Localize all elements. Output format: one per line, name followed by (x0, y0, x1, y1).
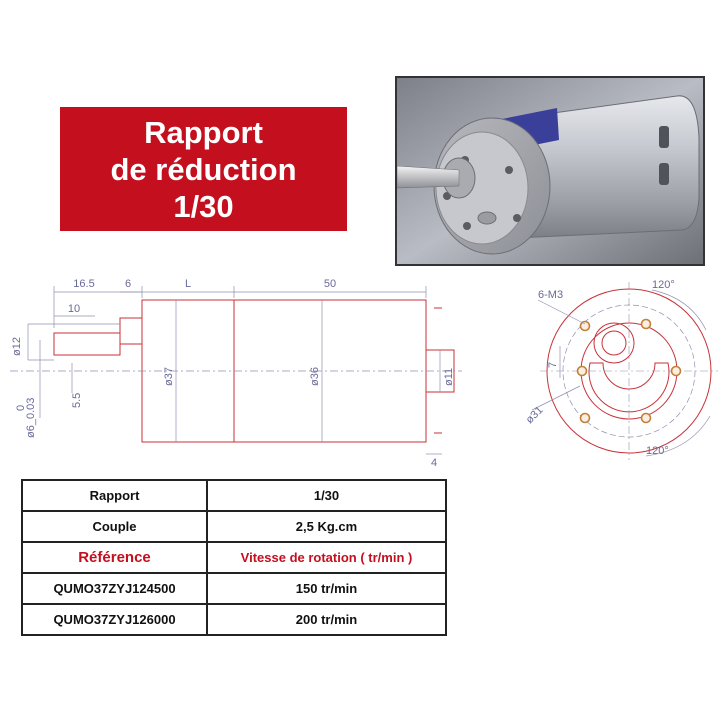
banner-line-3: 1/30 (173, 188, 234, 224)
table-header-row: Référence Vitesse de rotation ( tr/min ) (21, 541, 447, 574)
model-reference: QUMO37ZYJ126000 (21, 603, 208, 636)
banner-line-2: de réduction (110, 151, 297, 187)
model-speed: 150 tr/min (206, 572, 447, 605)
model-speed: 200 tr/min (206, 603, 447, 636)
dimension-lines (10, 286, 462, 455)
dim-phi-11: ø11 (443, 368, 455, 386)
row-label-torque: Couple (21, 510, 208, 543)
technical-drawing: 16.5 6 L 50 10 ø12 ø6_0.03 0 5.5 ø37 ø36… (10, 278, 718, 468)
table-row: Rapport 1/30 (21, 479, 447, 512)
row-value-torque: 2,5 Kg.cm (206, 510, 447, 543)
row-label-ratio: Rapport (21, 479, 208, 512)
dim-50: 50 (324, 278, 336, 290)
dim-phi-6-tolerance-upper: 0 (15, 405, 27, 411)
model-reference: QUMO37ZYJ124500 (21, 572, 208, 605)
header-reference: Référence (21, 541, 208, 574)
dim-120-top: 120° (652, 279, 675, 291)
motor-illustration (397, 78, 703, 264)
mounting-holes (576, 318, 682, 424)
front-view: 6-M3 120° 120° 7 ø31 (524, 279, 718, 460)
table-row: QUMO37ZYJ126000 200 tr/min (21, 603, 447, 636)
dim-6: 6 (125, 278, 131, 290)
dim-4: 4 (431, 457, 437, 468)
ratio-banner: Rapport de réduction 1/30 (60, 107, 347, 231)
banner-line-1: Rapport (144, 114, 263, 150)
dim-120-bottom: 120° (646, 445, 669, 457)
table-row: Couple 2,5 Kg.cm (21, 510, 447, 543)
dim-10: 10 (68, 303, 80, 315)
dim-phi-37: ø37 (163, 367, 175, 386)
spec-table: Rapport 1/30 Couple 2,5 Kg.cm Référence … (21, 479, 447, 636)
dim-16-5: 16.5 (73, 278, 94, 290)
dim-7: 7 (547, 362, 559, 368)
table-row: QUMO37ZYJ124500 150 tr/min (21, 572, 447, 605)
motor-photo (395, 76, 705, 266)
dim-phi-36: ø36 (309, 367, 321, 386)
dim-6-m3: 6-M3 (538, 289, 563, 301)
header-speed: Vitesse de rotation ( tr/min ) (206, 541, 447, 574)
dim-phi-6: ø6_0.03 (25, 398, 37, 438)
dim-phi-31: ø31 (524, 404, 546, 426)
dim-l: L (185, 278, 191, 290)
dim-5-5: 5.5 (71, 393, 83, 408)
row-value-ratio: 1/30 (206, 479, 447, 512)
dim-phi-12: ø12 (11, 337, 23, 356)
